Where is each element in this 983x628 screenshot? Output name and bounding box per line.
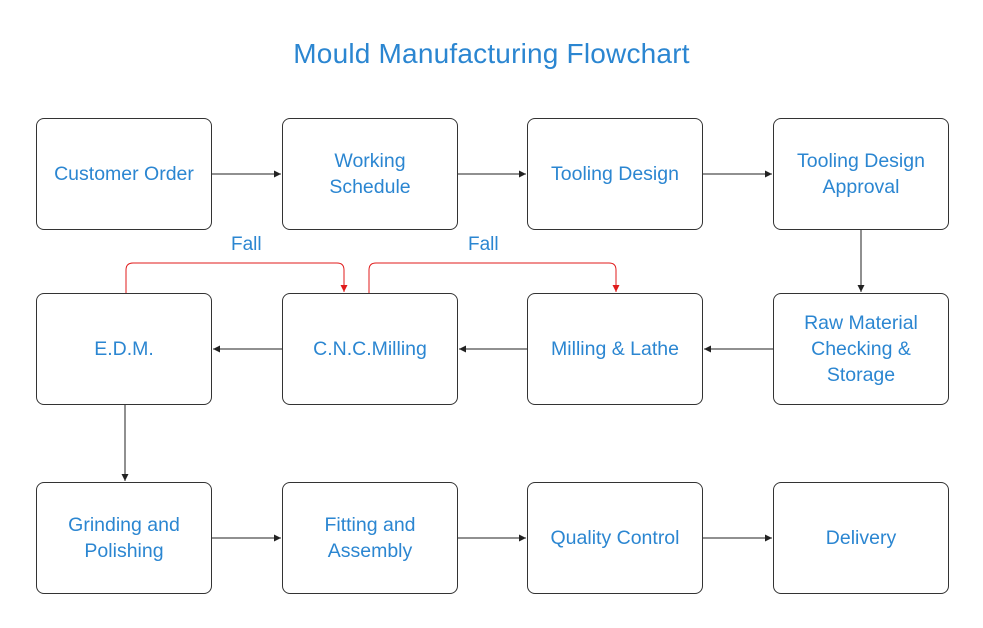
node-label: Tooling Design bbox=[551, 163, 679, 185]
node-delivery[interactable]: Delivery bbox=[773, 482, 949, 594]
node-raw-material[interactable]: Raw Material Checking & Storage bbox=[773, 293, 949, 405]
page-title: Mould Manufacturing Flowchart bbox=[293, 38, 690, 69]
fail-label-left: Fall bbox=[231, 234, 262, 255]
node-label: Fitting and Assembly bbox=[324, 514, 416, 562]
node-customer-order[interactable]: Customer Order bbox=[36, 118, 212, 230]
node-label: Tooling Design Approval bbox=[797, 150, 925, 198]
node-label: Working Schedule bbox=[329, 150, 411, 198]
node-label: Milling & Lathe bbox=[551, 338, 679, 360]
fail-arrow-edm-to-cnc bbox=[125, 262, 348, 293]
node-grinding-polishing[interactable]: Grinding and Polishing bbox=[36, 482, 212, 594]
node-milling-lathe[interactable]: Milling & Lathe bbox=[527, 293, 703, 405]
node-edm[interactable]: E.D.M. bbox=[36, 293, 212, 405]
node-fitting-assembly[interactable]: Fitting and Assembly bbox=[282, 482, 458, 594]
node-label: Delivery bbox=[825, 527, 897, 549]
node-tooling-design[interactable]: Tooling Design bbox=[527, 118, 703, 230]
fail-label-right: Fall bbox=[468, 234, 499, 255]
node-working-schedule[interactable]: Working Schedule bbox=[282, 118, 458, 230]
node-quality-control[interactable]: Quality Control bbox=[527, 482, 703, 594]
node-label: Grinding and Polishing bbox=[68, 514, 180, 562]
node-tooling-design-approval[interactable]: Tooling Design Approval bbox=[773, 118, 949, 230]
node-label: E.D.M. bbox=[94, 338, 154, 360]
fail-arrow-cnc-to-milling-lathe bbox=[368, 262, 620, 293]
node-cnc-milling[interactable]: C.N.C.Milling bbox=[282, 293, 458, 405]
node-label: Raw Material Checking & Storage bbox=[804, 312, 918, 386]
node-label: C.N.C.Milling bbox=[313, 338, 427, 360]
node-label: Customer Order bbox=[54, 163, 194, 185]
node-label: Quality Control bbox=[550, 527, 680, 549]
